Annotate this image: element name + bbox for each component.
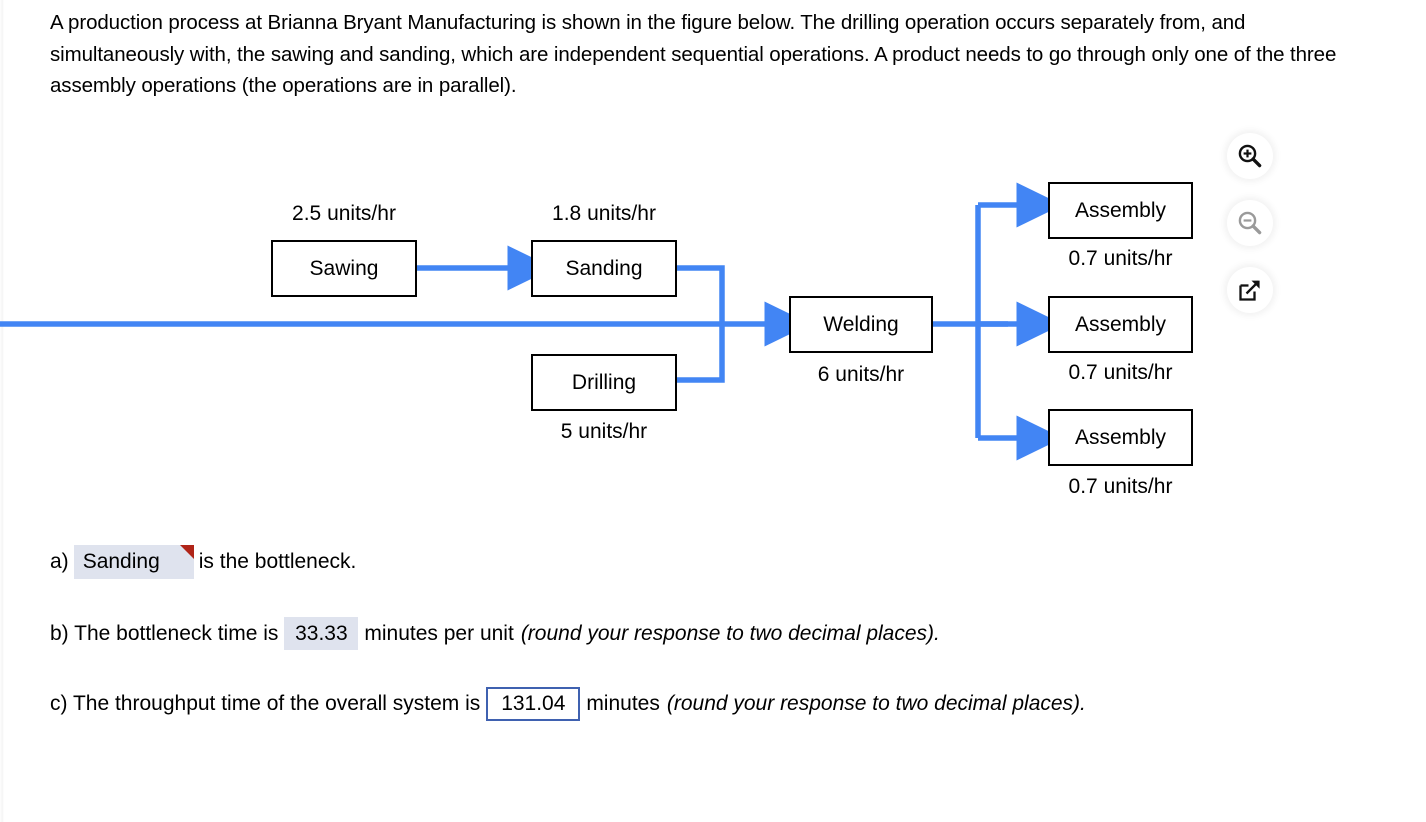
zoom-in-glyph <box>1238 144 1262 168</box>
answer-b-suffix: minutes per unit <box>364 621 514 645</box>
sanding-box: Sanding <box>531 240 677 297</box>
sawing-label: Sawing <box>309 256 379 280</box>
welding-box: Welding <box>789 296 933 353</box>
assembly-box-2: Assembly <box>1048 296 1193 353</box>
page-left-edge <box>0 0 4 822</box>
welding-label: Welding <box>823 312 899 336</box>
assembly-box-3: Assembly <box>1048 409 1193 466</box>
sanding-label: Sanding <box>565 256 643 280</box>
zoom-in-icon[interactable] <box>1227 133 1273 179</box>
welding-rate-label: 6 units/hr <box>817 363 905 386</box>
sanding-rate-label: 1.8 units/hr <box>552 202 656 225</box>
answer-b-note: (round your response to two decimal plac… <box>520 621 940 645</box>
zoom-out-icon[interactable] <box>1227 200 1273 246</box>
open-in-new-glyph <box>1239 280 1260 301</box>
answer-a-prefix: a) <box>50 550 69 573</box>
answer-a-suffix: is the bottleneck. <box>198 550 357 573</box>
assembly-label-1: Assembly <box>1074 198 1167 222</box>
drilling-label: Drilling <box>571 370 637 394</box>
answer-line-a: a) Sanding is the bottleneck. <box>50 545 356 579</box>
answer-c-suffix: minutes <box>586 692 660 715</box>
answer-line-b: b) The bottleneck time is 33.33 minutes … <box>50 617 940 650</box>
assembly-label-3: Assembly <box>1074 425 1167 449</box>
answer-b-prefix: b) The bottleneck time is <box>50 621 279 645</box>
drilling-rate-label: 5 units/hr <box>560 420 648 443</box>
problem-statement: A production process at Brianna Bryant M… <box>50 11 1337 97</box>
bottleneck-dropdown-value: Sanding <box>82 550 160 573</box>
assembly-box-1: Assembly <box>1048 182 1193 239</box>
diagram-connectors <box>0 182 1063 461</box>
throughput-time-input[interactable]: 131.04 <box>486 687 581 721</box>
unanswered-flag-icon <box>179 545 194 559</box>
zoom-out-glyph <box>1238 211 1262 235</box>
answer-c-prefix: c) The throughput time of the overall sy… <box>50 692 481 715</box>
answer-c-note: (round your response to two decimal plac… <box>666 692 1086 715</box>
answer-line-c: c) The throughput time of the overall sy… <box>50 687 1086 721</box>
assembly-label-2: Assembly <box>1074 312 1167 336</box>
bottleneck-dropdown[interactable]: Sanding <box>73 545 194 579</box>
drilling-box: Drilling <box>531 354 677 411</box>
bottleneck-time-input[interactable]: 33.33 <box>284 617 359 650</box>
assembly-rate-label-2: 0.7 units/hr <box>1068 361 1173 384</box>
assembly-rate-label-3: 0.7 units/hr <box>1068 475 1173 498</box>
sawing-rate-label: 2.5 units/hr <box>292 202 396 225</box>
open-in-new-icon[interactable] <box>1227 267 1273 313</box>
assembly-rate-label-1: 0.7 units/hr <box>1068 247 1173 270</box>
process-flow-diagram: 2.5 units/hr Sawing 1.8 units/hr Sanding… <box>0 120 1426 520</box>
sawing-box: Sawing <box>271 240 417 297</box>
